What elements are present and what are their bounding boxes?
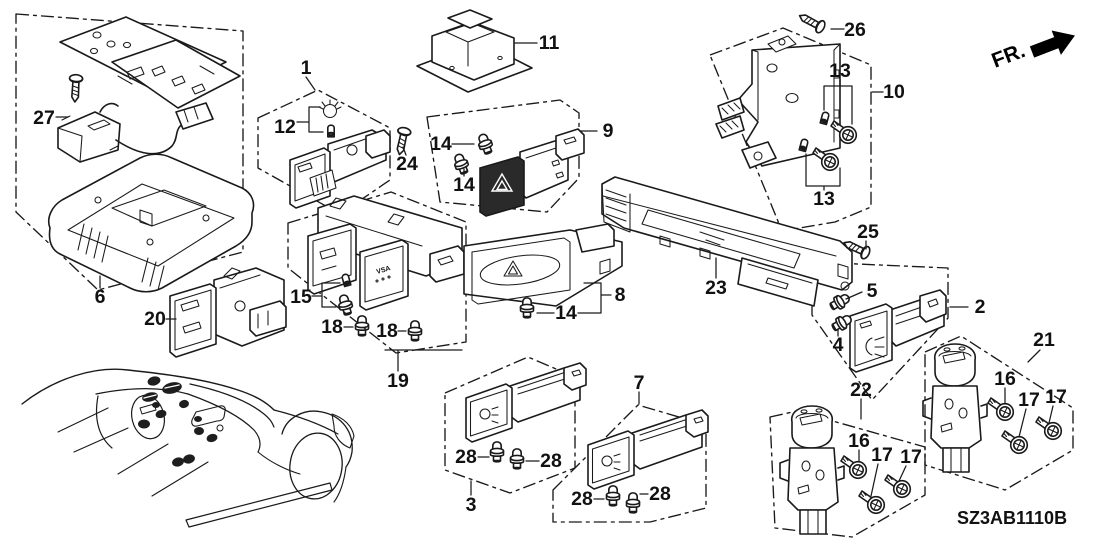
part-callout-26: 26 (844, 19, 866, 41)
part-callout-3: 3 (466, 494, 477, 516)
car-sketch (21, 368, 355, 528)
part-callout-17: 17 (1045, 386, 1067, 408)
part-callout-5: 5 (867, 280, 878, 302)
fr-arrow-icon (1029, 30, 1075, 58)
part-callout-13: 13 (829, 60, 851, 82)
part-callout-28: 28 (649, 483, 671, 505)
part-1-switch (289, 99, 391, 209)
part-callout-20: 20 (144, 308, 166, 330)
part-28-bulb-d (625, 492, 641, 514)
part-callout-14: 14 (555, 302, 577, 324)
part-11-lamp (416, 9, 533, 93)
part-24-screw (392, 125, 413, 157)
roof-console-assembly (47, 16, 255, 293)
console-tray (47, 153, 255, 293)
part-18-bulb-b (407, 320, 423, 342)
part-callout-28: 28 (540, 450, 562, 472)
part-callout-17: 17 (900, 446, 922, 468)
part-callout-16: 16 (994, 368, 1016, 390)
part-callout-28: 28 (571, 488, 593, 510)
part-callout-19: 19 (387, 370, 409, 392)
part-17-screw-22b (884, 474, 912, 499)
part-callout-16: 16 (848, 430, 870, 452)
fr-label: FR. (989, 39, 1029, 73)
part-callout-18: 18 (321, 316, 343, 338)
part-callout-17: 17 (871, 444, 893, 466)
part-9-hazard-switch (450, 128, 585, 217)
part-callout-8: 8 (615, 284, 626, 306)
vsa-switch-label: VSA (376, 265, 392, 276)
part-callout-13: 13 (813, 188, 835, 210)
leader-lines (55, 28, 1054, 500)
part-28-bulb-c (605, 485, 621, 507)
part-callout-1: 1 (301, 57, 312, 79)
part-12-bulb (318, 99, 342, 138)
part-28-bulb-b (509, 448, 525, 470)
part-19-switch-assembly: VSA (307, 195, 465, 342)
part-26-screw (795, 9, 828, 36)
part-14-bulb-a (474, 131, 496, 157)
part-callout-11: 11 (539, 32, 560, 54)
part-callout-23: 23 (705, 277, 727, 299)
part-28-bulb-a (489, 441, 505, 463)
group-box-21 (924, 335, 1074, 491)
part-callout-24: 24 (396, 153, 418, 175)
part-callout-17: 17 (1018, 389, 1040, 411)
part-10-bracket (715, 35, 858, 172)
part-callout-12: 12 (274, 116, 296, 138)
part-callout-18: 18 (376, 320, 398, 342)
part-callout-4: 4 (833, 334, 844, 356)
part-callout-28: 28 (455, 446, 477, 468)
part-callout-10: 10 (883, 81, 905, 103)
console-screw (67, 73, 84, 104)
fr-direction-indicator: FR. (989, 30, 1075, 73)
group-box-19 (287, 191, 467, 354)
part-8-hazard-garnish (463, 223, 623, 319)
part-3-switch (465, 362, 587, 470)
part-callout-27: 27 (33, 107, 55, 129)
part-callout-14: 14 (430, 133, 452, 155)
part-21-key-light (922, 343, 1063, 473)
part-17-screw-21a (1001, 430, 1029, 455)
part-callout-6: 6 (95, 286, 106, 308)
part-callout-21: 21 (1033, 329, 1055, 351)
part-16-screw-21 (987, 397, 1015, 422)
group-box-6 (15, 13, 244, 291)
diagram-code: SZ3AB1110B (957, 508, 1067, 528)
part-callout-14: 14 (453, 174, 475, 196)
part-7-switch (587, 409, 709, 514)
part-14-bulb-b (450, 151, 472, 177)
part-callout-9: 9 (603, 120, 614, 142)
part-callout-15: 15 (290, 286, 312, 308)
part-callout-7: 7 (634, 372, 645, 394)
part-18-bulb-a (354, 315, 370, 337)
part-27-unit (57, 102, 214, 163)
part-5-bulb (827, 290, 853, 314)
part-20-switch (169, 267, 287, 358)
part-23-garnish (601, 176, 853, 307)
part-callout-25: 25 (857, 221, 879, 243)
group-box-1 (257, 89, 391, 215)
part-2-fog-switch (827, 289, 947, 373)
group-box-9 (426, 99, 580, 213)
part-14-bulb-c (519, 297, 535, 319)
part-17-screw-21b (1035, 416, 1063, 441)
group-box-7 (552, 404, 707, 523)
part-callout-22: 22 (850, 379, 872, 401)
part-callout-2: 2 (975, 296, 986, 318)
